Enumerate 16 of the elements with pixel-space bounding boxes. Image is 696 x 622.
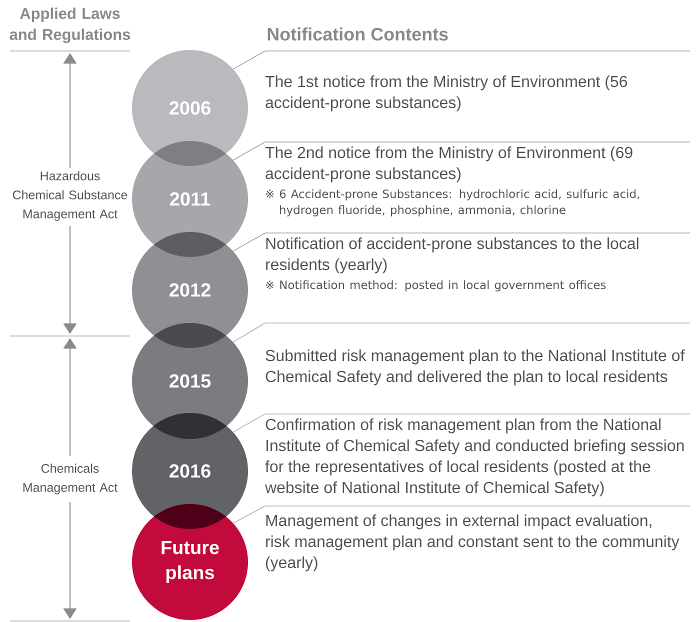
leader-line: [232, 414, 690, 433]
leader-line: [232, 322, 690, 343]
notification-text: The 2nd notice from the Ministry of Environment (69 accident-prone substances) ※ 6 Accident-prone Substances: hydrochloric acid, sulfuric acid, hydrogen fluoride, phosphine, ammonia, chlorine: [265, 146, 640, 216]
column-heading: Notification Contents: [268, 27, 448, 41]
column-heading: Applied Laws and Regulations: [10, 8, 130, 44]
leader-line: [232, 142, 690, 161]
notification-text: The 1st notice from the Ministry of Environment (56 accident-prone substances): [265, 75, 628, 112]
leader-line: [232, 50, 690, 70]
notification-text: Notification of accident-prone substances to the local residents (yearly) ※ Notification method: posted in local government offices: [266, 237, 638, 292]
leader-line: [232, 232, 690, 252]
law-name: Chemicals Management Act: [23, 464, 118, 494]
notification-text: Management of changes in external impact evaluation, risk management plan and constant sent to the community (yearly): [266, 514, 680, 572]
leader-line: [232, 506, 690, 524]
notification-text: Submitted risk management plan to the National Institute of Chemical Safety and delivered the plan to local residents: [266, 349, 685, 386]
notification-text: Confirmation of risk management plan from the National Institute of Chemical Safety and conducted briefing session for the representatives of local residents (posted at the website of National Institute of Chemical Safety): [264, 418, 684, 496]
law-name: Hazardous Chemical Substance Management Act: [12, 171, 128, 221]
